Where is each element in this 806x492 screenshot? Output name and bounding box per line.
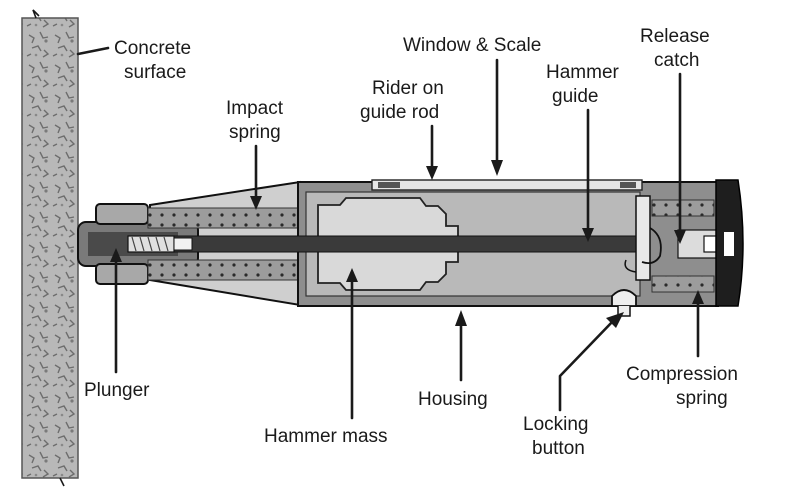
compression-spring-bottom xyxy=(651,275,715,293)
label-impact-spring: Impact spring xyxy=(226,98,288,143)
guide-rod xyxy=(149,235,647,253)
label-rider-on-guide-rod: Rider on guide rod xyxy=(360,78,449,123)
label-compression-spring: Compression spring xyxy=(626,364,743,409)
release-catch-block xyxy=(635,195,651,281)
locking-button xyxy=(611,289,637,307)
concrete-wall xyxy=(21,17,79,479)
label-plunger: Plunger xyxy=(84,380,150,401)
label-concrete-surface: Concrete surface xyxy=(114,38,196,83)
label-window-scale: Window & Scale xyxy=(403,35,541,56)
label-hammer-guide: Hammer guide xyxy=(546,62,624,107)
label-release-catch: Release catch xyxy=(640,26,715,71)
compression-spring-top xyxy=(651,199,715,217)
window-scale xyxy=(371,179,643,191)
label-locking-button: Locking button xyxy=(523,414,594,459)
impact-spring-bottom xyxy=(147,259,299,281)
label-hammer-mass: Hammer mass xyxy=(264,426,388,447)
label-housing: Housing xyxy=(418,389,488,410)
impact-spring-top xyxy=(147,207,299,229)
